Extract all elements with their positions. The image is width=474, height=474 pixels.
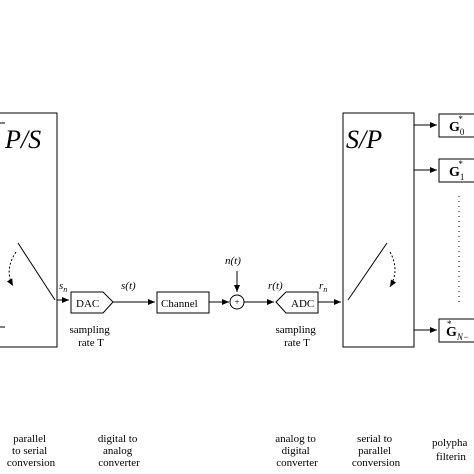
- adc-label: ADC: [291, 298, 314, 310]
- sn-label: sn: [59, 280, 67, 294]
- dac-block: DAC: [70, 291, 114, 314]
- dac-label: DAC: [76, 298, 99, 310]
- rn-label: rn: [319, 280, 327, 294]
- adc-block: ADC: [275, 291, 319, 314]
- filter-g0-label: G0*: [449, 114, 465, 137]
- adc-sampling-label: sampling rate T: [275, 324, 318, 349]
- summing-junction: +: [229, 294, 245, 310]
- caption-sp: serial to parallel conversion: [352, 433, 401, 469]
- st-label: s(t): [121, 280, 136, 292]
- channel-label: Channel: [161, 298, 198, 310]
- filter-g0: G0*: [438, 113, 474, 138]
- caption-adc: analog to digital converter: [275, 433, 318, 469]
- caption-ps: parallel to serial conversion: [7, 433, 56, 469]
- caption-dac: digital to analog converter: [98, 433, 140, 469]
- filter-gn-label: GN−*: [446, 319, 469, 342]
- ps-label: P/S: [4, 125, 41, 154]
- ps-block: P/S: [0, 112, 58, 348]
- filter-g1: G1*: [438, 158, 474, 183]
- caption-poly: polypha filterin: [432, 437, 470, 463]
- rt-label: r(t): [268, 280, 283, 292]
- sp-block: S/P: [342, 112, 415, 348]
- dac-sampling-label: sampling rate T: [69, 324, 112, 349]
- nt-label: n(t): [225, 255, 241, 267]
- ps-switch: [6, 242, 56, 301]
- filter-g1-label: G1*: [449, 159, 464, 182]
- channel-block: Channel: [156, 291, 210, 314]
- sp-label: S/P: [346, 125, 382, 154]
- sum-symbol: +: [234, 297, 239, 307]
- sp-switch: [347, 242, 397, 301]
- filter-gn: GN−*: [438, 318, 474, 343]
